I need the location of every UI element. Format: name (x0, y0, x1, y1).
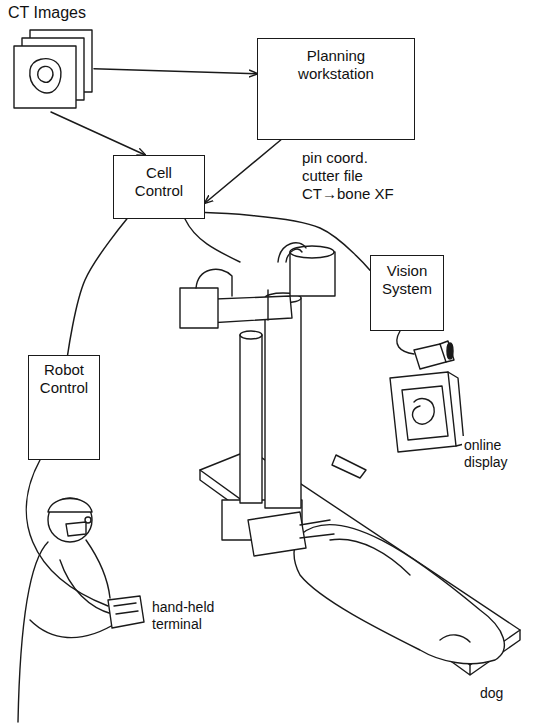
surgeon (18, 498, 144, 722)
process-box: Robot Control (28, 355, 100, 460)
edge-label: pin coord. cutter file CT→bone XF (300, 148, 396, 204)
robot (180, 288, 218, 328)
camera (414, 344, 446, 369)
monitor (402, 386, 448, 440)
monitor (390, 372, 456, 452)
robot (240, 331, 262, 339)
dog (330, 539, 410, 575)
connector-arrow (94, 69, 257, 74)
terminal-label: hand-held terminal (150, 598, 218, 634)
surgeon (66, 522, 86, 536)
box-label: Robot Control (35, 361, 93, 397)
surgeon (108, 596, 144, 628)
ct-image-stack (14, 30, 92, 108)
patient-label: dog (478, 684, 522, 703)
connector-arrow (51, 112, 145, 155)
display-label: online display (462, 436, 532, 472)
box-label: Cell Control (127, 164, 191, 200)
surgeon (18, 542, 48, 722)
surgeon (85, 517, 91, 523)
surgeon (114, 603, 138, 614)
ct-image-stack (14, 46, 76, 108)
illustration (14, 30, 520, 722)
cable-line (397, 331, 414, 354)
process-box: Cell Control (113, 155, 205, 219)
process-box: Planning workstation (257, 38, 415, 140)
box-label: Vision System (378, 262, 436, 298)
process-box: Vision System (370, 255, 444, 331)
cable-line (185, 219, 240, 262)
monitor (448, 372, 464, 446)
ct-image-stack (38, 66, 53, 82)
surgeon (48, 498, 92, 542)
cable-line (26, 460, 108, 606)
robot (278, 243, 306, 262)
image-heading: CT Images (8, 4, 86, 22)
robot (265, 298, 301, 508)
robot (300, 520, 334, 538)
camera (447, 343, 453, 359)
surgeon (60, 560, 112, 614)
camera (414, 341, 454, 369)
image-stack: CT Images (8, 4, 94, 112)
connector-line (68, 219, 127, 355)
surgeon (86, 540, 110, 598)
robot (180, 243, 335, 556)
robot (267, 290, 268, 320)
connector-line (205, 213, 370, 271)
monitor (390, 372, 464, 452)
connector-arrow (205, 140, 281, 203)
ct-image-stack (30, 59, 61, 93)
dog (332, 455, 366, 478)
robot (286, 249, 302, 262)
surgeon (30, 620, 118, 638)
dog (294, 455, 504, 664)
robot (240, 335, 262, 503)
camera (440, 341, 454, 362)
robot (290, 246, 334, 258)
dog (440, 635, 470, 642)
surgeon (48, 499, 92, 513)
dog (294, 525, 504, 664)
box-label: Planning workstation (286, 47, 386, 83)
robot (196, 269, 232, 296)
monitor (413, 399, 435, 424)
robot (248, 512, 306, 556)
